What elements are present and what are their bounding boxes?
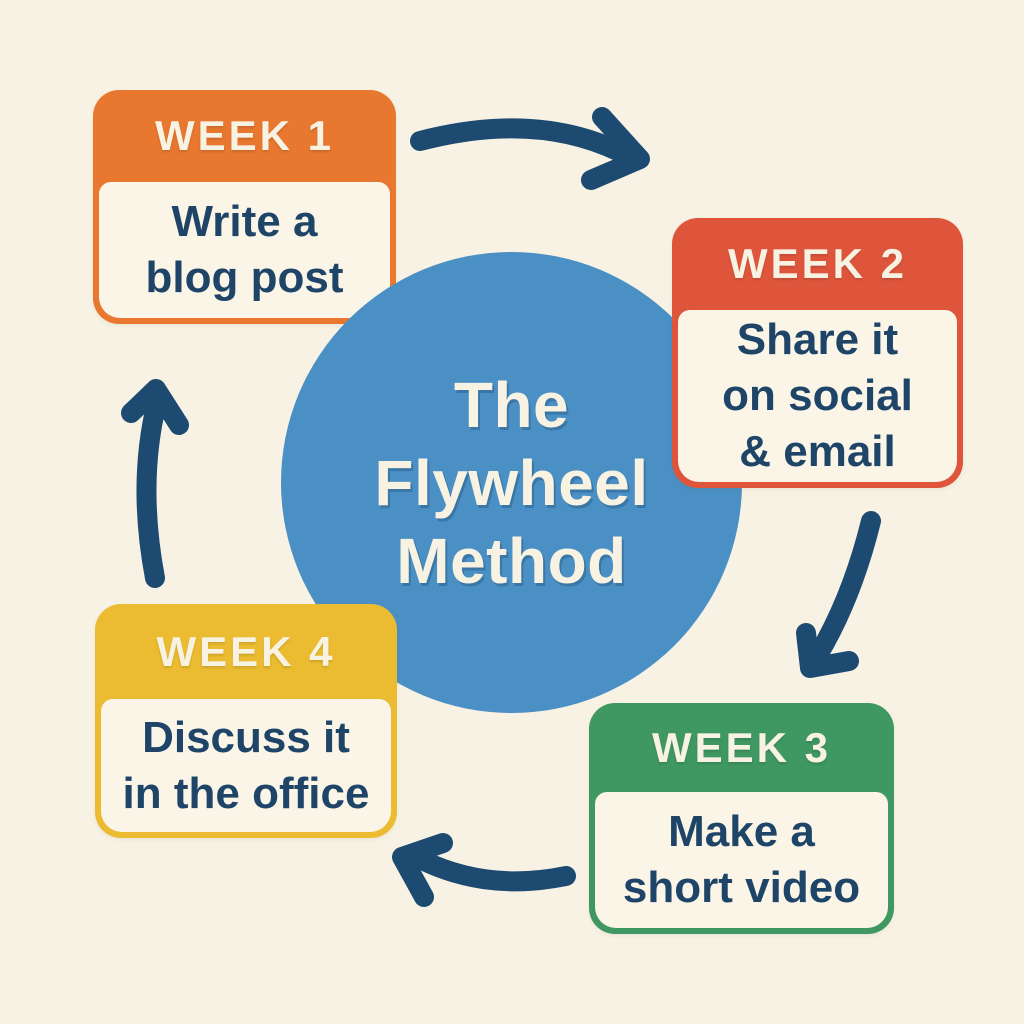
diagram-title: The Flywheel Method (374, 368, 649, 597)
week-1-header: WEEK 1 (93, 90, 396, 182)
arrow-week4-to-week1-icon (121, 379, 189, 588)
week-2-text: Share it on social & email (722, 315, 913, 476)
week-4-header: WEEK 4 (95, 604, 397, 699)
week-4-body: Discuss it in the office (101, 699, 391, 832)
week-3-label: WEEK 3 (651, 723, 832, 771)
week-3-card: WEEK 3 Make a short video (589, 703, 894, 934)
week-1-text: Write a blog post (145, 197, 344, 302)
week-4-text: Discuss it in the office (122, 712, 370, 818)
week-2-card: WEEK 2 Share it on social & email (672, 218, 963, 488)
week-2-label: WEEK 2 (727, 240, 908, 287)
week-2-body: Share it on social & email (678, 310, 957, 482)
week-2-header: WEEK 2 (672, 218, 963, 310)
week-4-card: WEEK 4 Discuss it in the office (95, 604, 397, 838)
week-1-body: Write a blog post (99, 182, 390, 318)
week-3-text: Make a short video (622, 807, 861, 912)
arrow-week3-to-week4-icon (392, 833, 576, 907)
arrow-week1-to-week2-icon (410, 107, 650, 190)
arrow-week2-to-week3-icon (796, 511, 881, 678)
week-3-header: WEEK 3 (589, 703, 894, 792)
week-1-label: WEEK 1 (154, 112, 335, 159)
week-1-card: WEEK 1 Write a blog post (93, 90, 396, 324)
week-4-label: WEEK 4 (156, 627, 336, 675)
week-3-body: Make a short video (595, 792, 888, 928)
